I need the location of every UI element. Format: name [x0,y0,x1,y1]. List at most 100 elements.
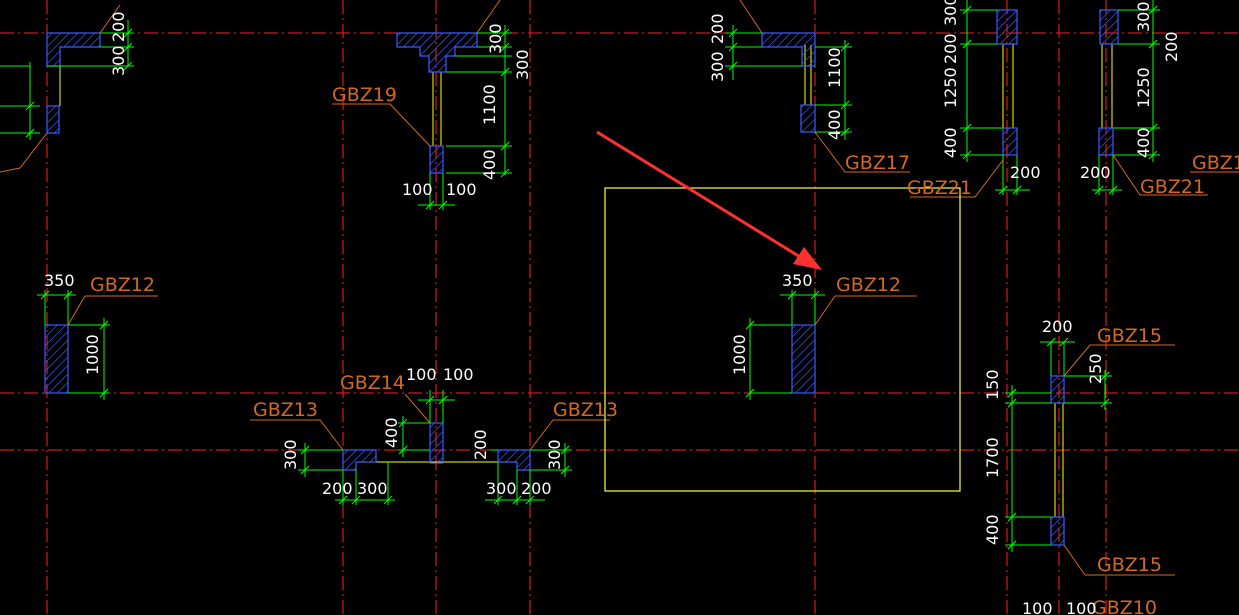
dim-line [1113,0,1160,162]
dim-text: 100 [1022,599,1053,615]
dim-text: 300 [941,0,960,26]
label-gbz1[interactable]: GBZ1 [1192,152,1239,174]
dim-text: 350 [44,271,75,290]
dim-text: 100 [406,365,437,384]
dimension-lines [0,0,1160,552]
dim-text: 300 [1134,1,1153,32]
leader-line [814,131,910,173]
label-gbz12[interactable]: GBZ12 [836,274,901,296]
column-section [1098,127,1114,156]
dim-text: 200 [1010,163,1041,182]
leader-line [1112,154,1208,196]
arrow-head [793,247,822,270]
leader-line [250,419,344,451]
dim-text: 400 [825,109,844,140]
dim-text: 100 [446,180,477,199]
leader-line [1063,544,1175,576]
dim-text: 1100 [825,47,844,88]
label-gbz14[interactable]: GBZ14 [340,372,405,394]
leader-line [529,419,610,451]
column-section [44,324,69,394]
column-section [396,32,478,73]
dim-line [1040,337,1075,376]
dim-text: 300 [708,51,727,82]
label-gbz15[interactable]: GBZ15 [1097,554,1162,576]
arrow-annotation [596,130,822,270]
dim-text: 200 [708,13,727,44]
dim-line [0,62,40,140]
dim-line [298,443,343,477]
leader-line [0,132,48,173]
dim-text: 200 [941,33,960,64]
dim-line [1005,385,1051,552]
dim-line [398,416,430,457]
dim-text: 1000 [83,334,102,375]
dim-text: 1250 [1134,67,1153,108]
dim-text: 200 [471,429,490,460]
column-section [46,105,60,134]
dim-text: 100 [402,180,433,199]
dim-text: 300 [513,49,532,80]
dim-text: 100 [1066,599,1097,615]
arrow-shaft [596,130,806,262]
dim-line [418,390,455,423]
dim-text: 1250 [941,67,960,108]
dim-line [47,20,134,71]
dim-line [485,449,545,505]
leader-lines [0,0,1239,576]
label-gbz17[interactable]: GBZ17 [845,152,910,174]
dim-line [960,0,1003,162]
label-gbz15[interactable]: GBZ15 [1097,325,1162,347]
dim-text: 200 [1080,163,1111,182]
leader-line [739,0,763,34]
selection-box[interactable] [604,187,961,492]
dim-text: 250 [1086,353,1105,384]
dim-text: 350 [782,271,813,290]
leader-line [910,159,1004,198]
dim-text: 400 [480,149,499,180]
label-gbz13[interactable]: GBZ13 [553,399,618,421]
label-gbz19[interactable]: GBZ19 [332,84,397,106]
column-section [791,324,816,394]
dim-text: 300 [109,45,128,76]
column-section [429,422,444,464]
leader-line [814,295,917,326]
column-section [1050,516,1065,546]
label-gbz21[interactable]: GBZ21 [1140,176,1205,198]
leader-line [1063,344,1175,377]
dim-text: 300 [281,439,300,470]
dim-text: 200 [521,479,552,498]
leader-line [476,0,501,34]
dim-line [68,318,110,400]
label-gbz13[interactable]: GBZ13 [253,399,318,421]
dim-line [725,25,802,80]
leader-line [404,393,431,424]
label-gbz10[interactable]: GBZ10 [1092,597,1157,615]
dim-text: 300 [486,479,517,498]
column-section [1099,9,1119,45]
dim-line [745,318,792,400]
dim-text: 1000 [730,334,749,375]
dim-text: 200 [109,11,128,42]
dim-line [37,290,76,325]
leader-line [332,103,431,147]
label-gbz21[interactable]: GBZ21 [907,177,972,199]
dim-line [780,290,825,325]
dim-text: 400 [382,417,401,448]
component-labels: GBZ19 GBZ17 GBZ21 GBZ21 GBZ1 GBZ12 GBZ12… [90,84,1239,615]
dim-text: 200 [1162,31,1181,62]
column-section [1050,375,1065,404]
dim-text: 200 [1042,317,1073,336]
column-section [342,449,377,471]
label-gbz12[interactable]: GBZ12 [90,274,155,296]
column-section [996,9,1018,45]
column-section [429,145,444,174]
dimension-texts: 200 300 300 300 1100 400 100 100 200 300… [44,0,1181,615]
dim-text: 300 [357,479,388,498]
dim-text: 100 [443,365,474,384]
dim-text: 400 [941,127,960,158]
column-section [497,449,531,471]
column-section [1002,127,1018,156]
dim-text: 1100 [480,84,499,125]
